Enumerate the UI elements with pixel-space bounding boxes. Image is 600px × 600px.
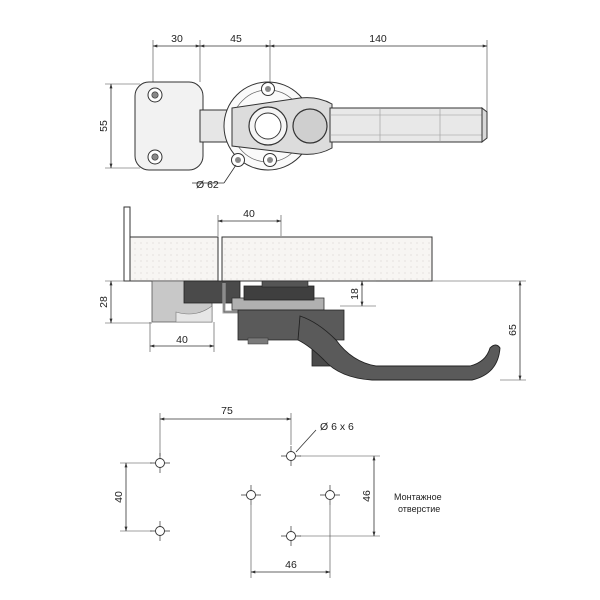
- threaded-body: [243, 285, 315, 301]
- door-panel-left: [129, 236, 219, 282]
- dim-label-46-horizontal: 46: [285, 559, 297, 571]
- mounting-hole: [281, 526, 301, 546]
- dim-label-30: 30: [171, 33, 183, 45]
- screw-head: [235, 157, 241, 163]
- mounting-hole: [281, 446, 301, 466]
- cylinder-collar: [261, 280, 309, 288]
- handle-lever-side: [297, 315, 501, 381]
- latch-tongue: [183, 280, 241, 304]
- striker-curve: [175, 305, 213, 323]
- mounting-hole-note-line1: Монтажное: [394, 492, 442, 502]
- mounting-hole: [241, 485, 261, 505]
- lock-core: [254, 112, 282, 140]
- side-view: 40 28 40: [98, 206, 526, 381]
- dim-label-46-vertical: 46: [361, 490, 373, 502]
- dim-label-40-vertical: 40: [113, 491, 125, 503]
- screw-head: [151, 91, 159, 99]
- mounting-hole: [150, 453, 170, 473]
- dim-label-55: 55: [98, 120, 110, 132]
- push-button: [292, 108, 328, 144]
- dim-label-45: 45: [230, 33, 242, 45]
- dim-label-65: 65: [507, 324, 519, 336]
- dim-label-28: 28: [98, 296, 110, 308]
- mounting-hole-note-line2: отверстие: [398, 504, 440, 514]
- mounting-hole: [320, 485, 340, 505]
- mounting-plate: [134, 81, 204, 171]
- handle-lever: [329, 107, 483, 143]
- dim-label-hole-size: Ø 6 x 6: [320, 421, 354, 433]
- leader-line: [223, 164, 237, 184]
- screw-head: [267, 157, 273, 163]
- handle-detail: [247, 337, 269, 345]
- mounting-hole: [150, 521, 170, 541]
- leader-line: [295, 429, 317, 453]
- hole-pattern: 75 Ø 6 x 6 40 46 Монтажное отверстие 46: [113, 405, 442, 578]
- dim-label-40-top: 40: [243, 208, 255, 220]
- door-panel-right: [221, 236, 433, 282]
- dim-label-18: 18: [349, 288, 361, 300]
- dim-label-75: 75: [221, 405, 233, 417]
- wall-bracket: [123, 206, 131, 282]
- screw-head: [151, 153, 159, 161]
- top-view: 30 45 140 55: [98, 33, 488, 191]
- screw-head: [265, 86, 271, 92]
- lever-end: [481, 106, 488, 144]
- dim-label-40-bottom: 40: [176, 334, 188, 346]
- dim-label-diameter-62: Ø 62: [196, 179, 219, 191]
- dim-label-140: 140: [369, 33, 387, 45]
